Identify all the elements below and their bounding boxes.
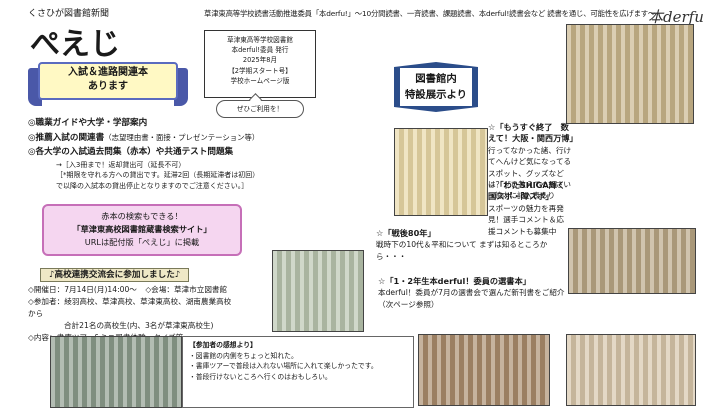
review-title: 【参加者の感想より】 xyxy=(189,341,257,349)
issue-line1: 草津東高等学校図書館 xyxy=(227,36,293,44)
title-logo-art: ぺえじ xyxy=(30,27,120,62)
list-item-recommendation-sub: （志望理由書・面接・プレゼンテーション等） xyxy=(104,132,260,142)
exchange-heading: ♪高校連携交流会に参加しました♪ xyxy=(40,268,190,282)
catchphrase: 草津東高等学校読書活動推進委員「本derfu!」～10分間読書、一斉読書、課題読… xyxy=(204,9,656,18)
photo-display-shelves xyxy=(566,24,694,124)
pink-line2: 「草津東高校図書館蔵書検索サイト」 xyxy=(72,224,212,234)
banner-line1: 入試＆進路関連本 xyxy=(68,67,148,78)
issue-box: 草津東高等学校図書館 本derful!委員 発行 2025年8月 【2学期スター… xyxy=(204,30,316,98)
feature-postwar-body: 戦時下の10代＆平和について まずは知るところから・・・ xyxy=(376,240,548,261)
pink-line1: 赤本の検索もできる！ xyxy=(101,211,183,221)
exchange-date: ◇開催日：7月14日(月)14:00～ xyxy=(28,285,137,294)
review-item-2: ・書庫ツアーで普段は入れない場所に入れて楽しかったです。 xyxy=(189,362,378,371)
photo-new-books xyxy=(418,334,550,406)
scroll-panel xyxy=(38,62,178,100)
list-note-1: →［入3冊まで！返却貸出可（延長不可） xyxy=(56,160,186,169)
feature-selection-title: ☆「1・2年生本derful！委員の選書本」 xyxy=(378,276,531,286)
feature-expo: ☆「もうすぐ終了 数えて！大阪・関西万博」 行ってなかった諸、行けてへんけど気に… xyxy=(488,122,578,202)
exchange-date-row: ◇開催日：7月14日(月)14:00～ ◇会場：草津市立図書館 xyxy=(28,284,238,296)
banner-text: 入試＆進路関連本 あります xyxy=(42,66,174,94)
feature-sports-title: ☆「わたSHIGA輝く国スポ・障スポ」 xyxy=(488,180,566,202)
banner-library-display: 図書館内 特設展示より xyxy=(394,62,478,114)
feature-expo-body: 行ってなかった諸、行けてへんけど気になってるスポット、グッズなどは？ぜひ教えてく… xyxy=(488,145,572,201)
banner-entrance-exam: 入試＆進路関連本 あります xyxy=(28,62,188,106)
title-logo-text: ぺえじ xyxy=(30,27,120,62)
feature-sports: ☆「わたSHIGA輝く国スポ・障スポ」 スポーツの魅力を再発見！選手コメント＆応… xyxy=(488,180,566,237)
photo-library-room xyxy=(566,334,696,406)
list-item-recommendation: ◎推薦入試の関連書（志望理由書・面接・プレゼンテーション等） xyxy=(28,131,368,146)
speech-bubble: ぜひご利用を！ xyxy=(216,100,304,118)
list-item-career: ◎職業ガイドや大学・学部案内 xyxy=(28,118,148,128)
issue-line2: 本derful!委員 発行 xyxy=(231,46,289,55)
feature-selection: ☆「1・2年生本derful！委員の選書本」 本derful！委員が7月の選書会… xyxy=(378,276,570,310)
photo-war-display xyxy=(568,228,696,294)
pink-line3: URLは配付版「ぺえじ」に掲載 xyxy=(84,237,200,247)
list-item-past-exams: ◎各大学の入試過去問集（赤本）や共通テスト問題集 xyxy=(28,147,234,157)
review-item-1: ・図書館の内側をちょっと知れた。 xyxy=(189,351,298,360)
list-item-recommendation-main: ◎推薦入試の関連書 xyxy=(28,132,105,143)
title-logo: ぺえじ xyxy=(28,22,178,62)
feature-postwar-title: ☆「戦後80年」 xyxy=(376,228,436,238)
paper-name: くさひが図書館新聞 xyxy=(28,9,110,19)
search-site-box: 赤本の検索もできる！ 「草津東高校図書館蔵書検索サイト」 URLは配付版「ぺえじ… xyxy=(42,204,242,256)
banner-center-line2: 特設展示より xyxy=(404,89,468,101)
issue-line4: 【2学期スタート号】 xyxy=(228,66,292,75)
list-note-2: ［*期限を守れる方への貸出です。延滞2回（長期延滞者は初回） xyxy=(56,171,260,179)
book-list: ◎職業ガイドや大学・学部案内 ◎推薦入試の関連書（志望理由書・面接・プレゼンテー… xyxy=(28,116,368,191)
banner-center-line1: 図書館内 xyxy=(415,73,457,85)
photo-classroom xyxy=(50,336,182,408)
exchange-participants: ◇参加者：綾羽高校、草津高校、草津東高校、湖南農業高校から xyxy=(28,297,232,318)
banner-line2: あります xyxy=(88,81,128,92)
photo-bookmobile xyxy=(272,250,364,332)
issue-line3: 2025年8月 xyxy=(242,56,278,65)
exchange-venue: ◇会場：草津市立図書館 xyxy=(145,285,228,294)
issue-line5: 学校ホームページ版 xyxy=(230,76,290,85)
photo-book-display xyxy=(394,128,488,216)
feature-postwar: ☆「戦後80年」 戦時下の10代＆平和について まずは知るところから・・・ xyxy=(376,228,566,262)
banner-center-text: 図書館内 特設展示より xyxy=(400,68,472,106)
exchange-total: 合計21名の高校生(内、3名が草津東高校生) xyxy=(64,321,214,330)
review-item-3: ・普段行けないところへ行くのはおもしろい。 xyxy=(189,372,332,381)
list-note-3: で以降の入試本の貸出停止となりますのでご注意ください。］ xyxy=(56,181,249,190)
logo-right: 本derfu xyxy=(648,8,704,26)
exchange-section: ♪高校連携交流会に参加しました♪ ◇開催日：7月14日(月)14:00～ ◇会場… xyxy=(28,268,238,344)
feature-selection-body: 本derful！委員が7月の選書会で選んだ新刊書をご紹介（次ページ参照） xyxy=(378,288,565,309)
feature-sports-body: スポーツの魅力を再発見！選手コメント＆応援コメントも募集中 xyxy=(488,203,564,236)
review-box: 【参加者の感想より】 ・図書館の内側をちょっと知れた。 ・書庫ツアーで普段は入れ… xyxy=(182,336,414,408)
feature-expo-title: ☆「もうすぐ終了 数えて！大阪・関西万博」 xyxy=(488,122,578,144)
